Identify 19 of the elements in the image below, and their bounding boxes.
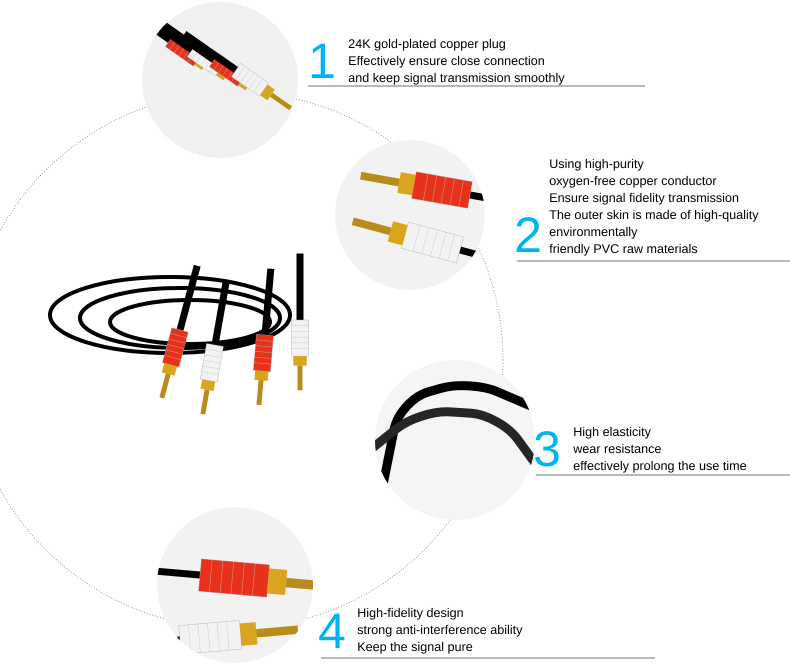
feature-text: High elasticity xyxy=(574,426,651,439)
feature-text: environmentally xyxy=(550,226,638,239)
step-number: 1 xyxy=(312,44,334,78)
step-number: 3 xyxy=(535,431,559,466)
feature-text: Keep the signal pure xyxy=(358,642,472,654)
feature-text: High-fidelity design xyxy=(358,608,463,620)
feature-text: effectively prolong the use time xyxy=(574,460,746,473)
feature-text: oxygen-free copper conductor xyxy=(550,176,716,188)
feature-text: strong anti-interference ability xyxy=(358,624,522,637)
step-number: 4 xyxy=(319,614,344,648)
feature-text: wear resistance xyxy=(573,444,661,454)
feature-text: 24K gold-plated copper plug xyxy=(348,38,505,51)
feature-text: Effectively ensure close connection xyxy=(349,56,544,68)
step-number: 2 xyxy=(516,217,540,252)
feature-text: The outer skin is made of high-quality xyxy=(550,210,759,222)
feature-text: friendly PVC raw materials xyxy=(549,244,698,256)
feature-text: Using high-purity xyxy=(550,158,644,171)
feature-text: and keep signal transmission smoothly xyxy=(348,72,565,85)
feature-text: Ensure signal fidelity transmission xyxy=(550,192,738,205)
